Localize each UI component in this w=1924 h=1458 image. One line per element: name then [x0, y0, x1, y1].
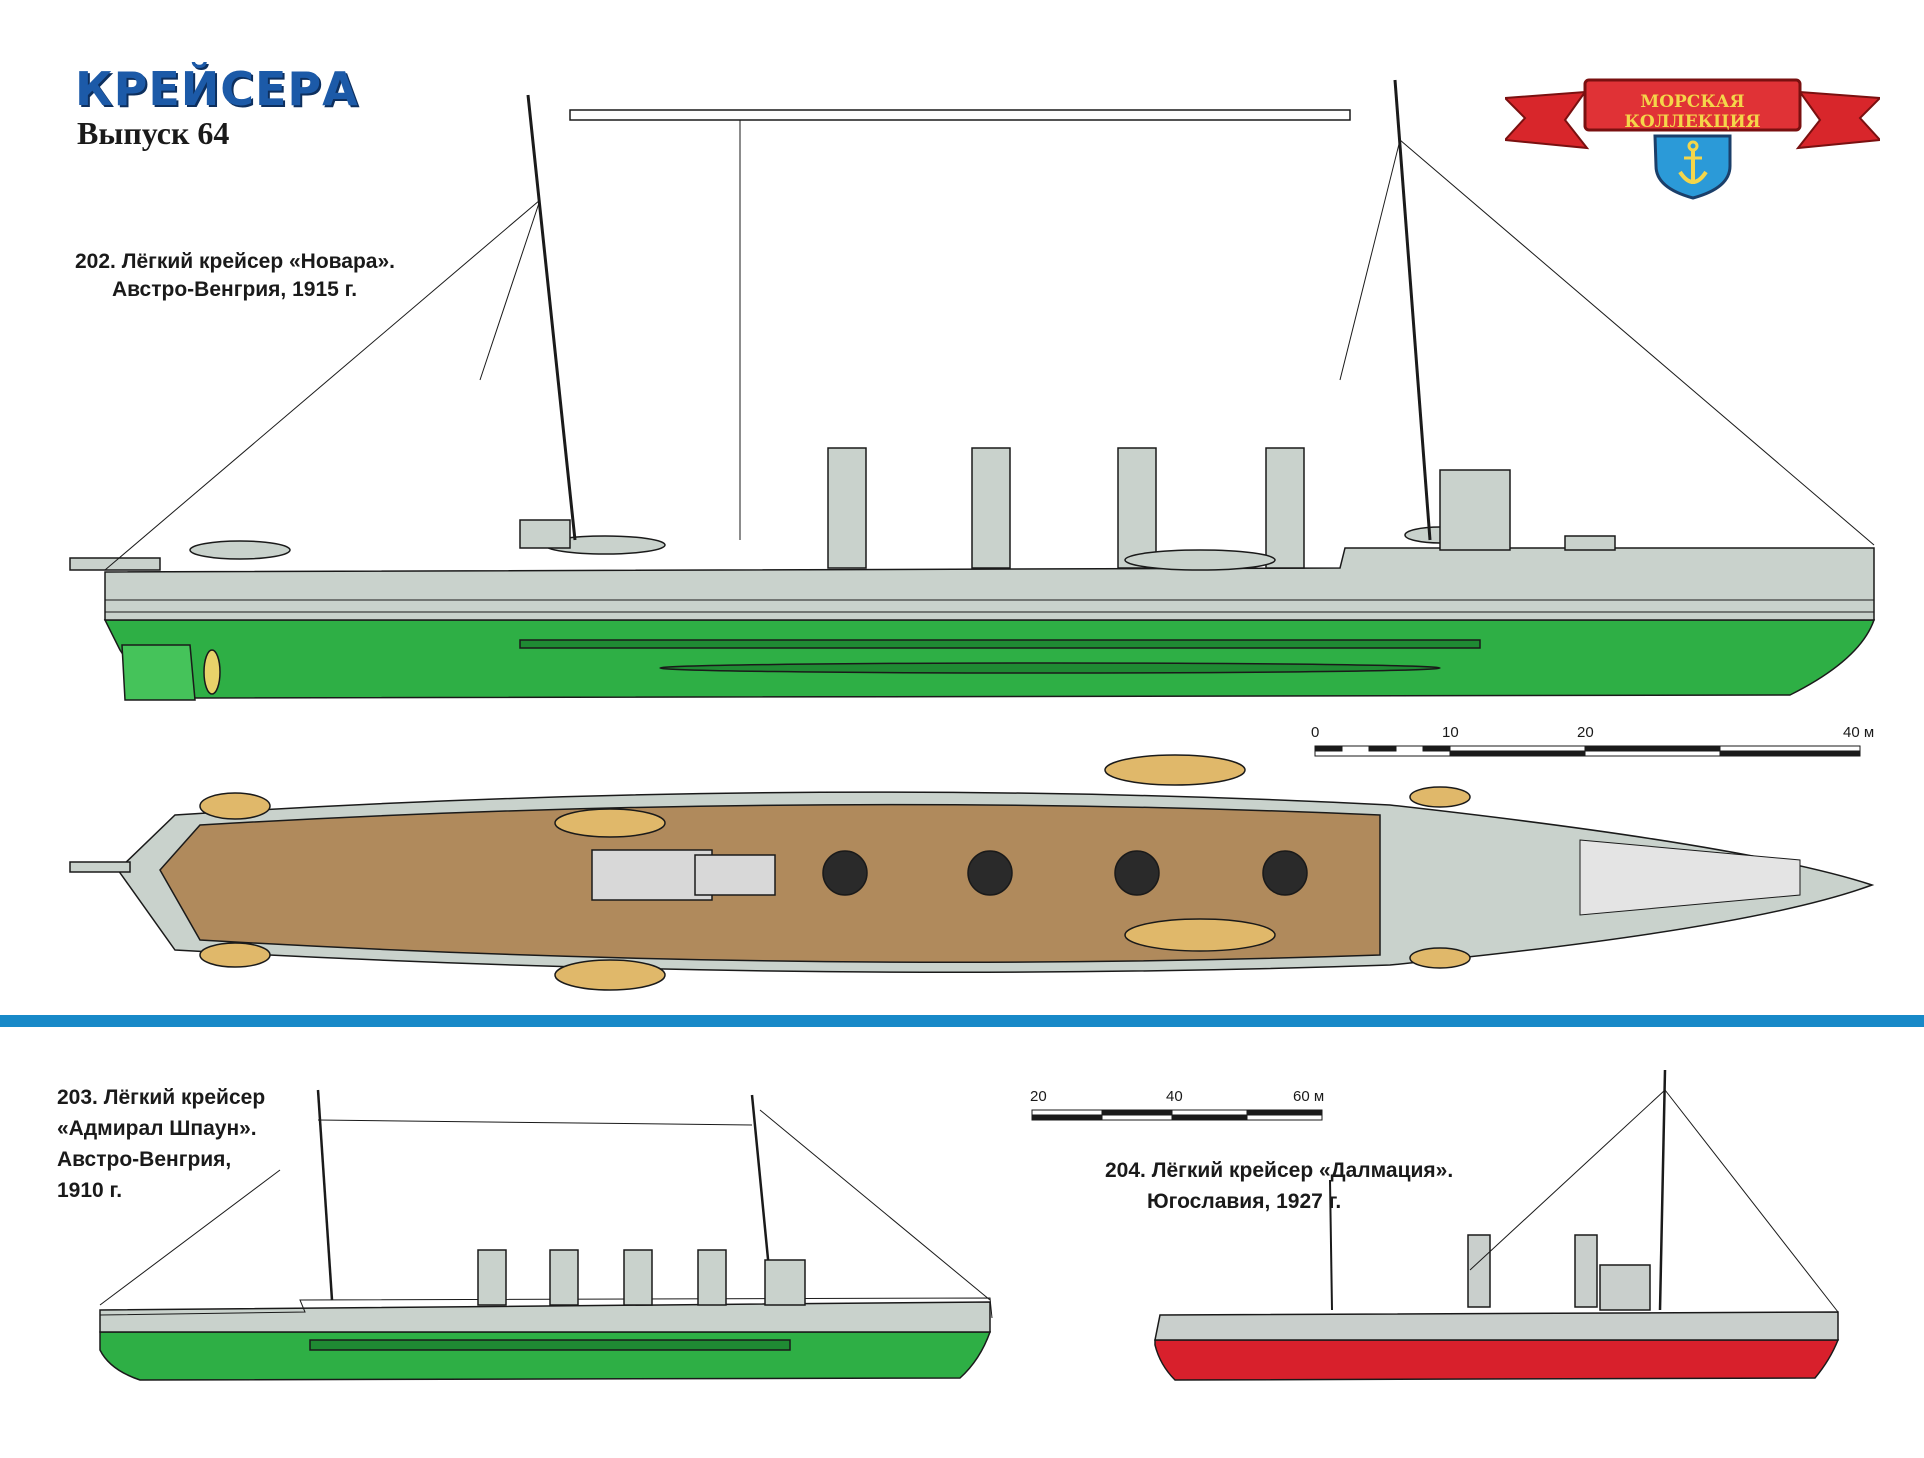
caption-line: 202. Лёгкий крейсер «Новара». [75, 250, 395, 273]
scale-top-label-10: 10 [1442, 724, 1459, 741]
ship-202-profile [69, 79, 1876, 701]
ship-202-caption: 202. Лёгкий крейсер «Новара». Австро-Вен… [75, 248, 395, 304]
scale-bar-top [1314, 745, 1861, 757]
caption-line: 1910 г. [57, 1179, 123, 1202]
scale-bottom-label-60: 60 м [1293, 1088, 1325, 1105]
ship-204-profile [1154, 1069, 1840, 1381]
anchor-icon [1678, 140, 1708, 190]
ship-202-plan [69, 754, 1875, 991]
caption-line: «Адмирал Шпаун». [57, 1117, 257, 1140]
caption-line: 204. Лёгкий крейсер «Далмация». [1105, 1159, 1454, 1182]
logo-emblem: МОРСКАЯ КОЛЛЕКЦИЯ [1505, 70, 1880, 200]
ship-204-caption: 204. Лёгкий крейсер «Далмация». Югослави… [1105, 1155, 1453, 1217]
caption-line: Австро-Венгрия, [57, 1148, 232, 1171]
scale-top-label-0: 0 [1311, 724, 1320, 741]
ship-203-caption: 203. Лёгкий крейсер «Адмирал Шпаун». Авс… [57, 1082, 265, 1206]
page-title: КРЕЙСЕРА [75, 62, 359, 116]
scale-top-label-40: 40 м [1843, 724, 1875, 741]
issue-number: Выпуск 64 [77, 115, 230, 151]
caption-line: Югославия, 1927 г. [1147, 1190, 1342, 1213]
scale-bottom-label-20: 20 [1030, 1088, 1047, 1105]
scale-bottom-label-40: 40 [1166, 1088, 1183, 1105]
scale-bar-bottom [1031, 1109, 1323, 1121]
caption-line: Австро-Венгрия, 1915 г. [112, 278, 358, 301]
scale-top-label-20: 20 [1577, 724, 1594, 741]
caption-line: 203. Лёгкий крейсер [57, 1086, 266, 1109]
ship-203-profile [99, 1089, 993, 1381]
logo-text: МОРСКАЯ КОЛЛЕКЦИЯ [1624, 92, 1761, 132]
section-divider [0, 1015, 1924, 1027]
